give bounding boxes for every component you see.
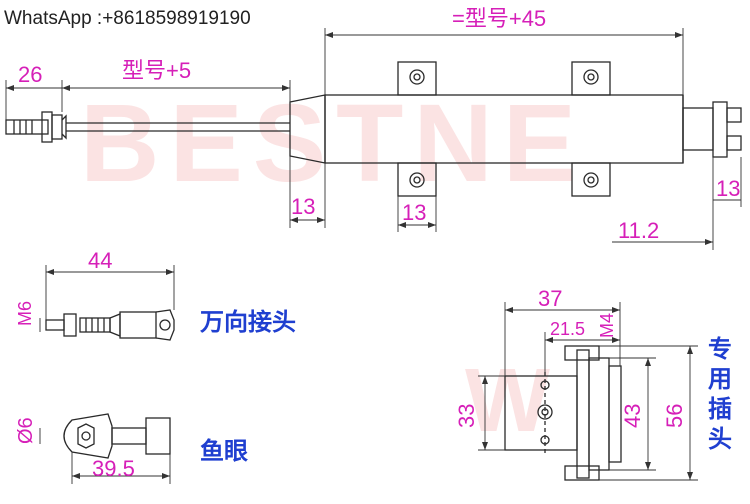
label-plug-char-2: 用 (708, 366, 732, 393)
dim-mount-56: 56 (662, 403, 687, 428)
dim-total-length: =型号+45 (452, 6, 547, 31)
label-plug-char-1: 专 (708, 336, 732, 363)
dim-body-left: 13 (291, 194, 316, 219)
dimension-arrows (6, 32, 713, 480)
dim-stroke-length: 型号+5 (122, 58, 192, 83)
dim-joint-length: 44 (88, 248, 113, 273)
universal-joint-drawing (45, 309, 175, 341)
dim-right: 13 (716, 176, 741, 201)
dim-mount-43: 43 (620, 403, 645, 428)
dim-bracket-width: 13 (402, 200, 427, 225)
fish-eye-drawing (63, 413, 171, 459)
dim-mount-offset: 21.5 (550, 319, 586, 339)
dim-mount-screw: M4 (597, 312, 617, 338)
dim-mount-width: 37 (538, 286, 563, 311)
label-plug-char-4: 头 (708, 426, 732, 453)
label-plug-char-3: 插 (708, 396, 732, 423)
whatsapp-contact: WhatsApp :+8618598919190 (4, 8, 251, 29)
dim-connector: 11.2 (618, 218, 660, 243)
label-universal-joint: 万向接头 (200, 309, 296, 336)
dim-rod-end: 26 (18, 62, 43, 87)
connector-pins (682, 101, 742, 158)
dim-fisheye-hole: Ø6 (15, 417, 37, 444)
dim-mount-33: 33 (454, 403, 479, 428)
dim-joint-thread: M6 (15, 300, 35, 326)
brand-watermark-small: W (465, 351, 560, 451)
label-fish-eye: 鱼眼 (200, 438, 248, 465)
actuator-body (289, 94, 684, 164)
brand-watermark: BESTNE (80, 82, 587, 205)
mount-plug-drawing (504, 345, 622, 481)
mount-brackets (397, 61, 611, 197)
piston-rod (66, 122, 290, 132)
rod-end (5, 111, 67, 143)
dim-fisheye-length: 39.5 (92, 456, 135, 481)
